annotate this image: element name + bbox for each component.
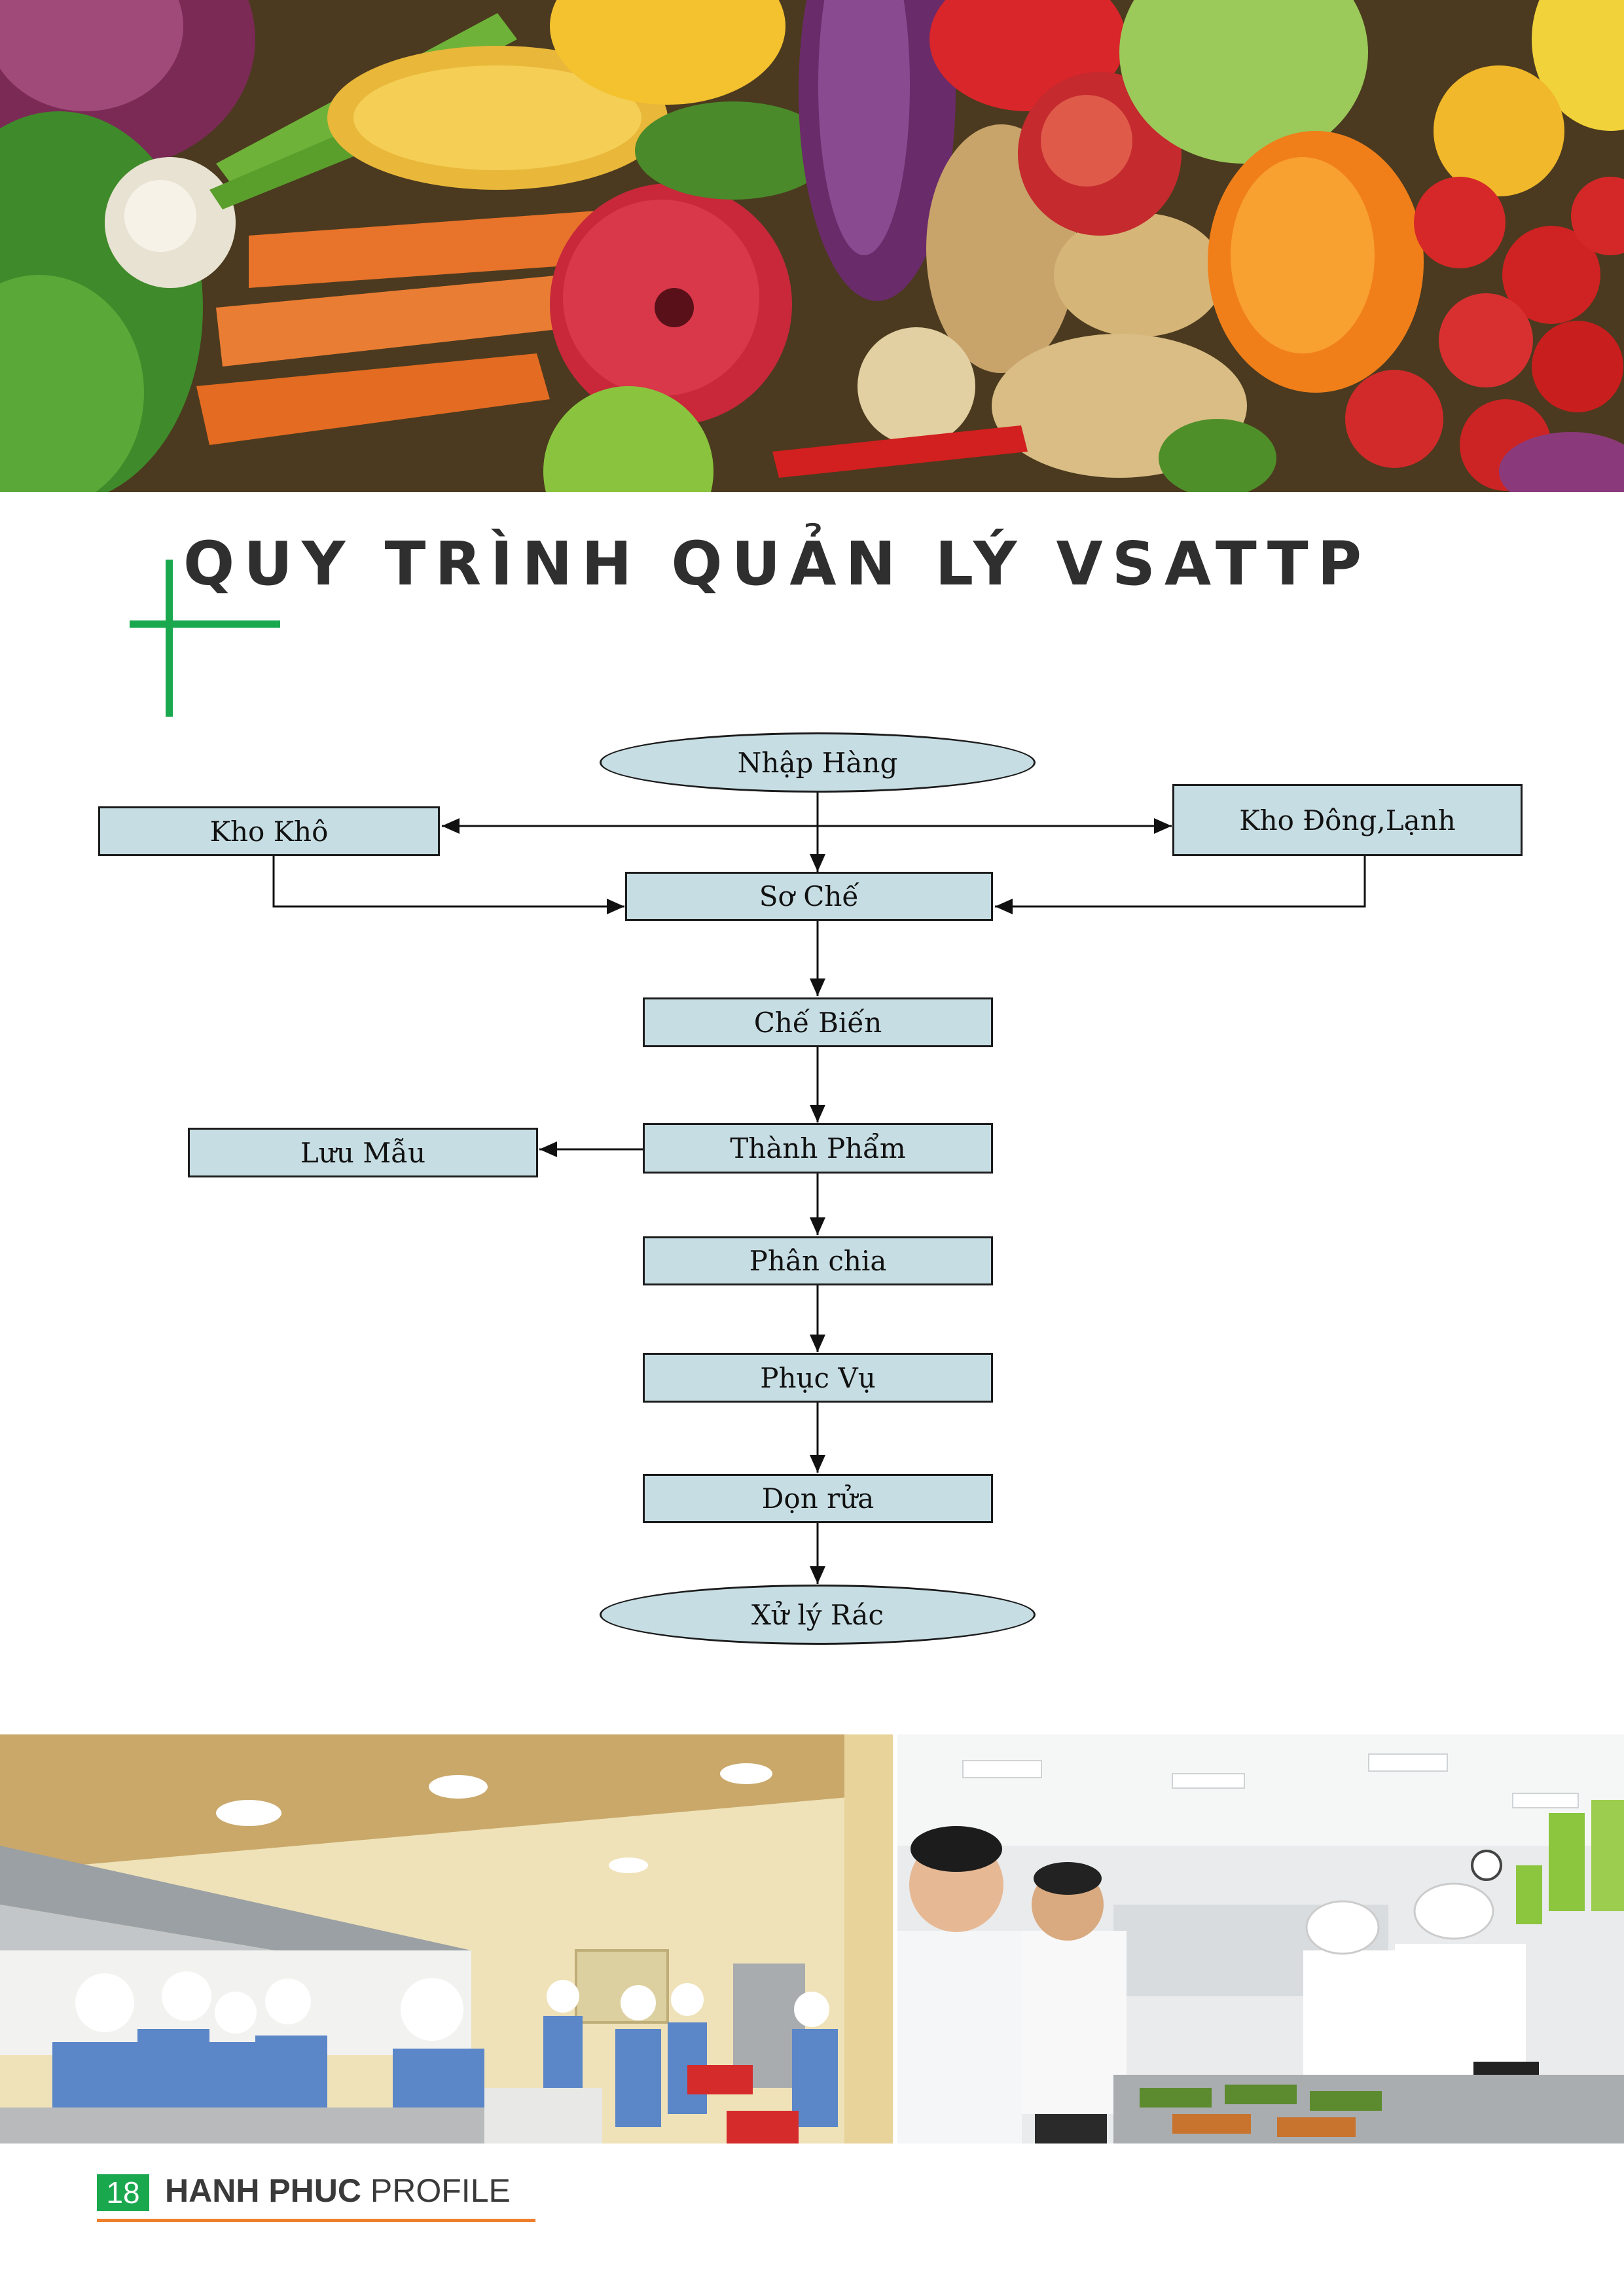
arrow-kho-dong-lanh-so-che xyxy=(995,856,1366,914)
footer-rule xyxy=(97,2219,535,2222)
node-luu-mau: Lưu Mẫu xyxy=(188,1128,538,1177)
page-title: QUY TRÌNH QUẢN LÝ VSATTP xyxy=(183,529,1371,599)
node-che-bien: Chế Biến xyxy=(643,997,993,1047)
page-number: 18 xyxy=(97,2174,149,2211)
node-kho-dong-lanh: Kho Đông,Lạnh xyxy=(1172,784,1523,856)
serving-line-photo xyxy=(897,1734,1624,2144)
node-don-rua: Dọn rửa xyxy=(643,1474,993,1523)
title-cross-horizontal xyxy=(130,620,280,628)
vegetables-illustration xyxy=(0,0,1624,492)
node-kho-kho: Kho Khô xyxy=(98,806,440,856)
node-phuc-vu: Phục Vụ xyxy=(643,1353,993,1403)
node-xu-ly-rac: Xử lý Rác xyxy=(600,1585,1036,1645)
node-phan-chia: Phân chia xyxy=(643,1236,993,1285)
kitchen-staff-photo xyxy=(0,1734,893,2144)
brand-footer: HANH PHUC PROFILE xyxy=(165,2172,511,2210)
node-nhap-hang: Nhập Hàng xyxy=(600,732,1036,793)
brand-name: HANH PHUC xyxy=(165,2172,361,2209)
node-thanh-pham: Thành Phẩm xyxy=(643,1123,993,1174)
brand-profile-label: PROFILE xyxy=(370,2172,511,2209)
serving-line-illustration xyxy=(897,1734,1624,2144)
node-so-che: Sơ Chế xyxy=(625,872,993,921)
vegetables-banner xyxy=(0,0,1624,492)
arrow-kho-kho-so-che xyxy=(272,856,624,914)
kitchen-staff-illustration xyxy=(0,1734,893,2144)
title-cross-vertical xyxy=(166,560,173,717)
